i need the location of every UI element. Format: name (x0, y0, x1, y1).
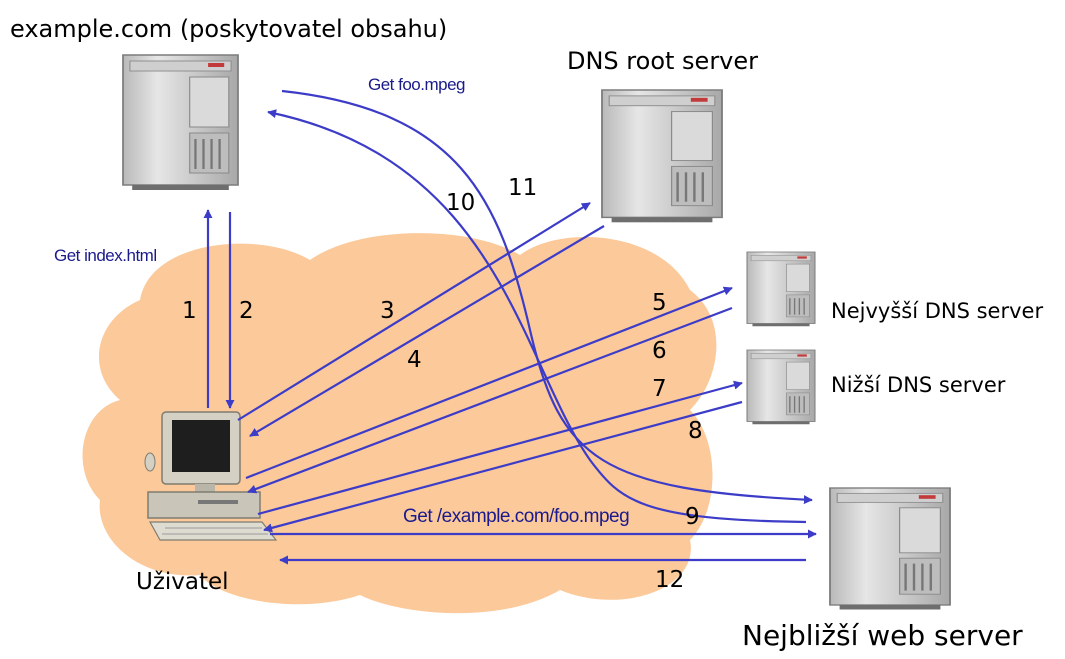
content-provider-label: example.com (poskytovatel obsahu) (10, 15, 448, 43)
arrow-11 (281, 89, 813, 505)
user-label: Uživatel (136, 569, 229, 595)
step-2: 2 (239, 298, 254, 324)
lower-dns-server-icon (746, 349, 816, 425)
step-3: 3 (380, 298, 395, 324)
nearest-web-server-icon (828, 486, 952, 611)
step-1: 1 (182, 298, 197, 324)
arrow-3 (237, 202, 591, 421)
get-foo-label: Get foo.mpeg (368, 75, 466, 94)
dns-root-label: DNS root server (567, 47, 759, 75)
workstation-icon (144, 411, 278, 541)
top-dns-server-icon (746, 251, 816, 327)
step-7: 7 (652, 376, 667, 402)
nearest-web-label: Nejbližší web server (742, 619, 1023, 652)
arrow-8 (263, 400, 743, 533)
step-9: 9 (685, 504, 700, 530)
arrow-5 (245, 286, 733, 480)
step-4: 4 (407, 347, 422, 373)
step-12: 12 (655, 567, 685, 593)
lower-dns-label: Nižší DNS server (831, 373, 1006, 397)
top-dns-label: Nejvyšší DNS server (831, 299, 1044, 323)
step-8: 8 (688, 418, 703, 444)
content-provider-server-icon (121, 53, 240, 192)
step-11: 11 (508, 175, 538, 201)
get-example-foo-label: Get /example.com/foo.mpeg (403, 506, 630, 527)
arrow-10 (267, 109, 807, 524)
arrow-7 (257, 380, 743, 516)
dns-root-server-icon (600, 88, 724, 224)
step-6: 6 (652, 338, 667, 364)
arrow-6 (247, 306, 733, 494)
get-index-label: Get index.html (54, 246, 157, 265)
step-10: 10 (446, 190, 476, 216)
step-5: 5 (652, 290, 667, 316)
arrow-4 (249, 225, 605, 437)
